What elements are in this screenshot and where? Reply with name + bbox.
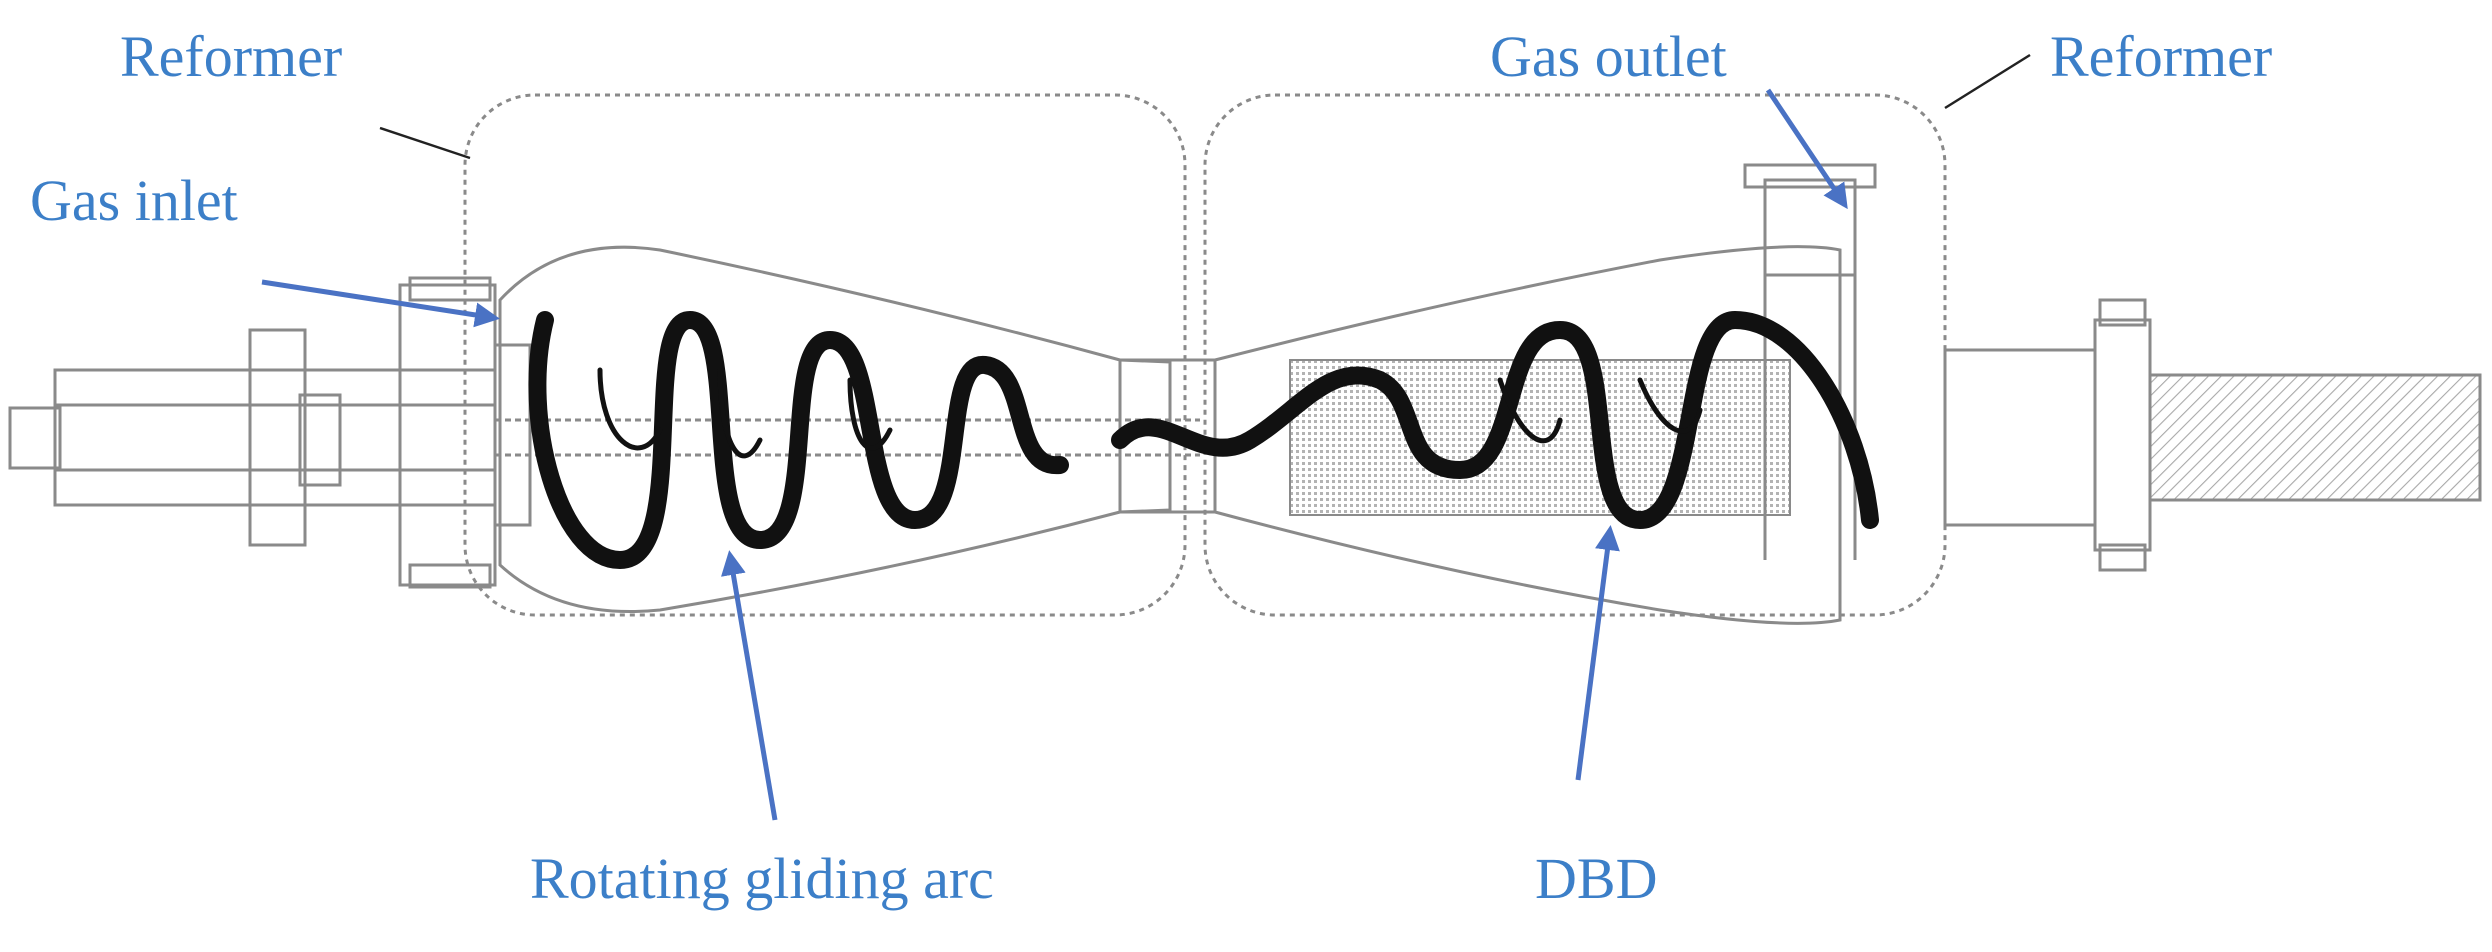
gas-outlet-arrow	[1765, 88, 1848, 210]
gas-inlet-arrow	[261, 279, 500, 328]
gliding-arc-chamber	[498, 245, 1172, 614]
dbd-label: DBD	[1535, 846, 1658, 911]
dbd-arrow	[1575, 525, 1620, 781]
rotating-gliding-arc-label: Rotating gliding arc	[530, 846, 994, 911]
left-flange	[398, 276, 532, 589]
spiral-arc-icon	[528, 310, 1879, 570]
rga-arrow	[721, 550, 778, 821]
reformer-box-right	[1203, 93, 1947, 617]
reformer-box-left	[463, 93, 1187, 617]
reformer-right-leader	[1944, 53, 2031, 110]
gas-outlet-label: Gas outlet	[1490, 24, 1727, 89]
reformer-left-label: Reformer	[120, 24, 343, 89]
outlet-rod	[2148, 373, 2482, 502]
reformer-left-leader	[379, 126, 471, 160]
arrow-icon	[261, 88, 1848, 821]
dbd-chamber	[1213, 245, 1842, 625]
reformer-right-label: Reformer	[2050, 24, 2273, 89]
gas-inlet-label: Gas inlet	[30, 168, 238, 233]
right-flange	[1943, 298, 2152, 572]
